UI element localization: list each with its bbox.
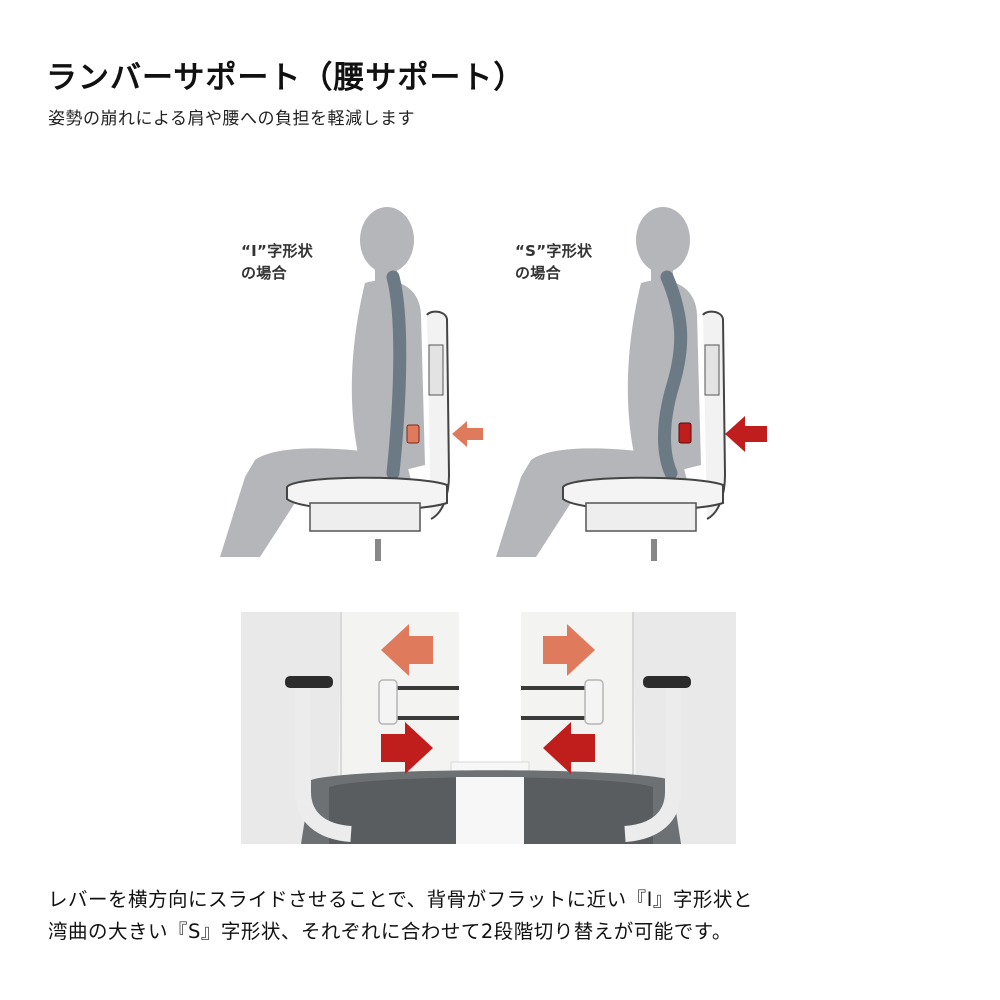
page-subtitle: 姿勢の崩れによる肩や腰への負担を軽減します — [48, 109, 415, 129]
description-line2: 湾曲の大きい『S』字形状、それぞれに合わせて2段階切り替えが可能です。 — [48, 920, 732, 943]
description: レバーを横方向にスライドさせることで、背骨がフラットに近い『I』字形状と 湾曲の… — [48, 884, 948, 948]
lever-photo — [241, 612, 736, 844]
i-shape-label-line2: の場合 — [241, 264, 287, 282]
arrow-out-left-icon — [381, 624, 433, 676]
arrow-out-right-icon — [543, 624, 595, 676]
s-shape-label: “S”字形状 の場合 — [515, 240, 592, 284]
lumbar-comparison-figure: “I”字形状 の場合 “S”字形状 の場合 — [215, 195, 795, 565]
i-shape-label-line1: “I”字形状 — [241, 242, 314, 260]
description-line1: レバーを横方向にスライドさせることで、背骨がフラットに近い『I』字形状と — [48, 888, 753, 911]
s-shape-label-line2: の場合 — [515, 264, 561, 282]
i-shape-figure — [220, 207, 483, 561]
lever-illustration — [285, 612, 691, 844]
s-shape-label-line1: “S”字形状 — [515, 242, 593, 260]
s-shape-figure — [496, 207, 767, 561]
lumbar-comparison-illustration — [220, 207, 767, 561]
i-shape-label: “I”字形状 の場合 — [241, 240, 313, 284]
page-title: ランバーサポート（腰サポート） — [46, 60, 526, 96]
arrow-in-right-icon — [381, 722, 433, 774]
arrow-in-left-icon — [543, 722, 595, 774]
